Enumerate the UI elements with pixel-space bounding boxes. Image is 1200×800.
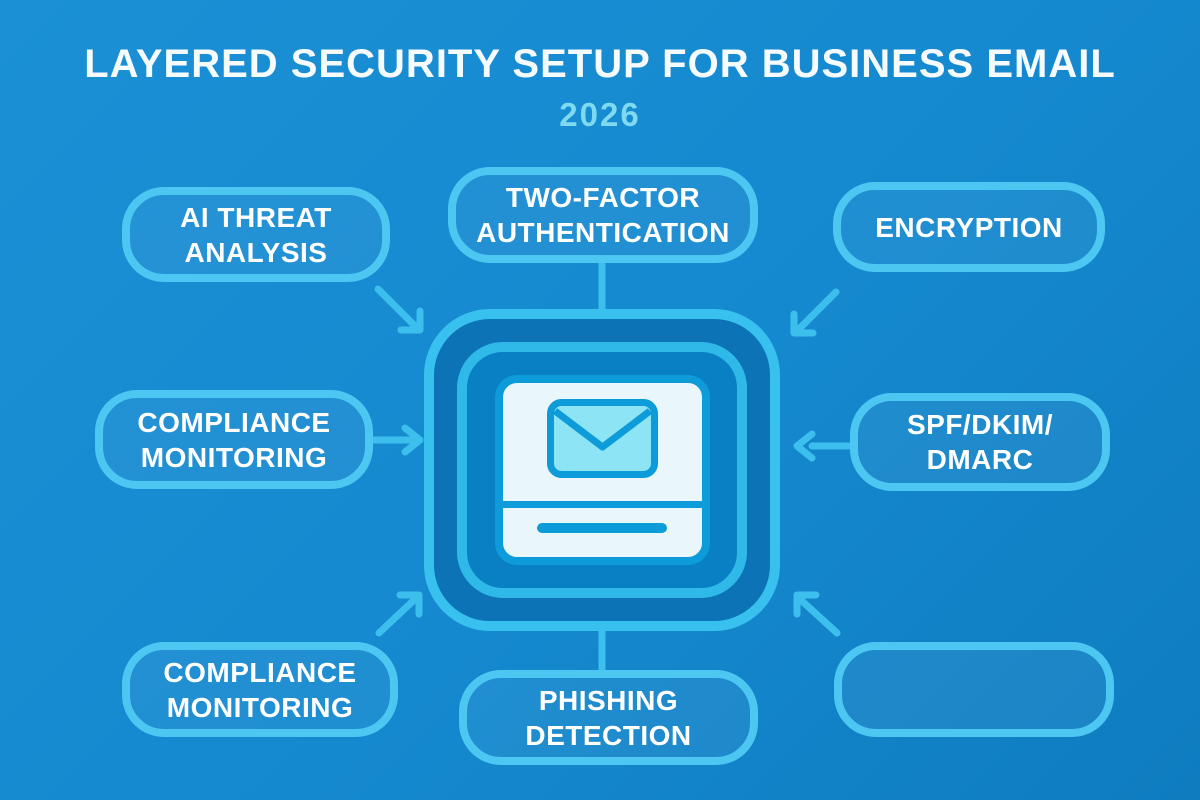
arrow-empty-node-to-center (798, 597, 841, 637)
page-subtitle-year: 2026 (559, 96, 641, 133)
arrowhead-spf (793, 430, 816, 462)
node-two-factor-authentication: TWO-FACTOR AUTHENTICATION (448, 167, 758, 263)
arrowhead-ai-threat (397, 307, 424, 334)
node-label: COMPLIANCE MONITORING (137, 406, 331, 473)
card-divider-line (502, 501, 702, 508)
node-label: AI THREAT ANALYSIS (180, 201, 332, 268)
node-label: ENCRYPTION (875, 211, 1063, 243)
node-spf-dkim-dmarc: SPF/DKIM/ DMARC (850, 393, 1110, 491)
node-label: PHISHING DETECTION (525, 684, 692, 751)
node-compliance-monitoring-left: COMPLIANCE MONITORING (95, 390, 373, 489)
arrow-compliance-bottom-to-center (375, 597, 417, 637)
node-label: SPF/DKIM/ DMARC (906, 409, 1054, 475)
node-encryption: ENCRYPTION (833, 182, 1105, 272)
node-ai-threat-analysis: AI THREAT ANALYSIS (122, 187, 390, 282)
email-client-card (494, 375, 710, 565)
node-empty (834, 642, 1114, 737)
central-hub (424, 309, 780, 631)
arrowhead-encryption (790, 310, 817, 337)
arrowhead-compliance-bottom (396, 591, 423, 618)
arrow-ai-threat-to-center (374, 285, 418, 329)
page-title: LAYERED SECURITY SETUP FOR BUSINESS EMAI… (84, 42, 1116, 86)
node-label: COMPLIANCE MONITORING (163, 656, 357, 723)
arrow-encryption-to-center (796, 288, 840, 332)
node-phishing-detection: PHISHING DETECTION (459, 670, 758, 765)
node-label: TWO-FACTOR AUTHENTICATION (476, 182, 730, 248)
email-envelope-icon (546, 399, 658, 478)
hub-inner-ring (457, 342, 747, 598)
node-compliance-monitoring-bottom: COMPLIANCE MONITORING (122, 642, 398, 737)
text-placeholder-bar (536, 523, 667, 533)
arrowhead-compliance (401, 424, 424, 456)
arrowhead-empty-node (793, 591, 820, 618)
